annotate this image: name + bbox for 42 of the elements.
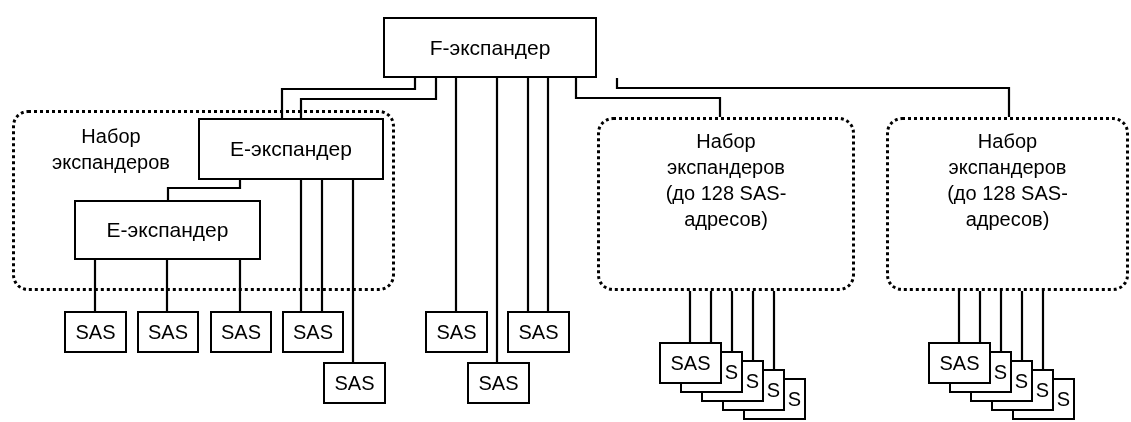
connector-line <box>165 260 169 311</box>
group-label: Набор экспандеров <box>51 124 171 175</box>
connector-line <box>574 78 722 117</box>
sas-device-box: SAS <box>64 311 127 353</box>
connector-line <box>299 78 438 118</box>
connector-line <box>751 291 755 360</box>
expander-box: F-экспандер <box>383 17 597 78</box>
connector-line <box>454 78 458 311</box>
connector-line <box>351 180 355 362</box>
connector-line <box>546 78 550 311</box>
sas-device-box: SAS <box>507 311 570 353</box>
sas-device-box: SAS <box>137 311 199 353</box>
connector-line <box>957 291 961 342</box>
connector-line <box>280 78 417 118</box>
connector-line <box>978 291 982 342</box>
connector-line <box>730 291 734 351</box>
connector-line <box>999 291 1003 351</box>
connector-line <box>93 260 97 311</box>
connector-line <box>615 78 1011 117</box>
connector-line <box>238 260 242 311</box>
sas-device-box: SAS <box>425 311 488 353</box>
sas-device-box: SAS <box>323 362 386 404</box>
sas-device-box: SAS <box>928 342 991 384</box>
expander-box: E-экспандер <box>198 118 384 180</box>
expander-set-area <box>12 110 395 291</box>
sas-device-box: SAS <box>282 311 344 353</box>
expander-set-area: Набор экспандеров (до 128 SAS-адресов) <box>597 117 855 291</box>
connector-line <box>688 291 692 342</box>
connector-line <box>299 180 303 311</box>
connector-line <box>320 180 324 311</box>
connector-line <box>166 180 242 200</box>
expander-box: E-экспандер <box>74 200 261 260</box>
connector-line <box>772 291 776 369</box>
connector-line <box>1041 291 1045 369</box>
sas-device-box: SAS <box>467 362 530 404</box>
expander-set-area: Набор экспандеров (до 128 SAS-адресов) <box>886 117 1129 291</box>
connector-line <box>1020 291 1024 360</box>
connector-line <box>495 78 499 362</box>
connector-line <box>526 78 530 311</box>
connector-line <box>709 291 713 342</box>
sas-device-box: SAS <box>210 311 272 353</box>
sas-device-box: SAS <box>659 342 722 384</box>
